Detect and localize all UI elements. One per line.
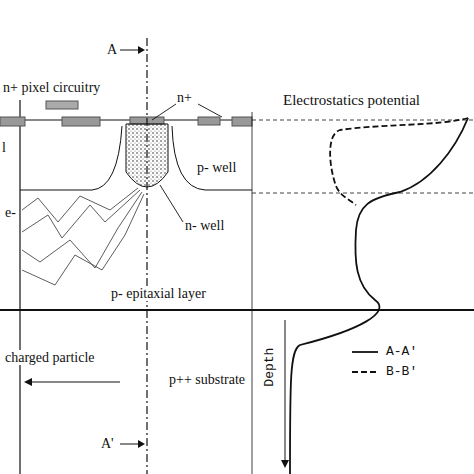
legend-sample <box>352 371 378 373</box>
arrowhead <box>24 378 32 386</box>
particle-track <box>19 100 20 474</box>
potential-curve-b <box>330 118 468 205</box>
section-line <box>146 38 147 474</box>
leader-line <box>160 185 183 222</box>
section-label: A' <box>100 436 115 451</box>
electron-path <box>22 194 144 285</box>
region-label: p- epitaxial layer <box>110 286 207 301</box>
plot-title: Electrostatics potential <box>282 92 421 109</box>
level-line <box>252 193 474 194</box>
part-label: l <box>1 140 7 155</box>
carrier-label: e- <box>4 205 17 220</box>
leader-line <box>198 104 222 117</box>
legend-text: B-B' <box>386 364 417 379</box>
n-plus-implant <box>0 117 25 126</box>
legend-text: A-A' <box>386 344 417 359</box>
part-label: n+ pixel circuitry <box>2 80 101 95</box>
section-label: A <box>106 42 118 57</box>
particle-label: charged particle <box>4 350 96 365</box>
arrowhead <box>138 440 145 448</box>
part-label: n+ <box>176 90 193 105</box>
p-well-boundary <box>172 126 252 190</box>
p-well-boundary <box>20 126 122 190</box>
n-plus-implant <box>198 117 220 125</box>
electron-path <box>22 190 140 238</box>
electron-path <box>22 188 138 222</box>
arrowhead <box>138 46 145 54</box>
region-label: n- well <box>184 218 225 233</box>
potential-curve-a <box>290 118 468 474</box>
axis-label: Depth <box>263 347 277 388</box>
region-label: p- well <box>196 160 237 175</box>
particle-arrow <box>28 382 120 383</box>
region-label: p++ substrate <box>168 372 246 387</box>
plot-frame <box>252 112 253 474</box>
substrate-boundary <box>0 309 474 311</box>
depth-axis <box>285 320 286 462</box>
arrowhead <box>281 460 289 468</box>
legend-sample <box>352 351 378 353</box>
level-line <box>252 120 474 121</box>
leader-line <box>152 104 176 120</box>
n-plus-implant <box>62 117 100 126</box>
electron-path <box>22 192 142 268</box>
n-plus-implant <box>232 117 252 126</box>
pixel-circuitry-block <box>46 101 78 109</box>
